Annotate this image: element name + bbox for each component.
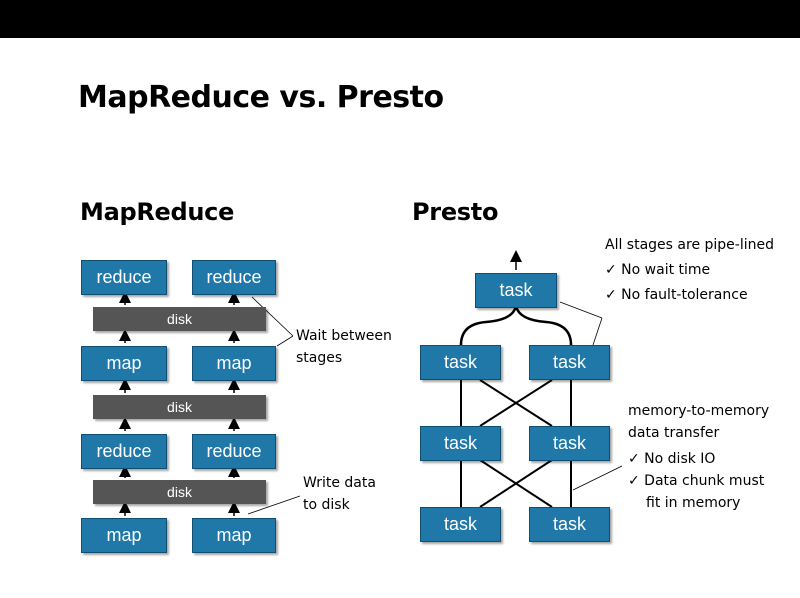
task-box: task [475,273,557,308]
pipeline-note-line: All stages are pipe-lined [605,237,774,253]
write-note: Write data to disk [303,472,376,516]
callout-line [592,317,603,346]
reduce-box: reduce [192,434,276,469]
memory-note-line: memory-to-memory [628,403,770,419]
edge [479,459,553,508]
memory-note-line: data transfer [628,425,720,441]
reduce-box: reduce [192,260,276,295]
wait-note-line: stages [296,350,343,366]
memory-note: memory-to-memory data transfer ✓ No disk… [628,400,769,514]
presto-callouts [559,301,623,491]
disk-bar: disk [93,480,266,504]
task-box: task [529,507,610,542]
no-disk-item: ✓ No disk IO [628,451,716,467]
edge [479,379,553,427]
edge [479,459,553,508]
callout-line [572,465,623,491]
task-box: task [529,426,610,461]
chunk-item: ✓ Data chunk must [628,473,765,489]
brace [459,305,573,346]
map-box: map [81,346,167,381]
chunk-item-cont: fit in memory [646,495,741,511]
reduce-box: reduce [81,260,167,295]
map-box: map [81,518,167,553]
edge [479,379,553,427]
map-box: map [192,346,276,381]
callout-line [276,335,294,347]
disk-bar: disk [93,395,266,419]
mapreduce-heading: MapReduce [80,198,235,226]
wait-note: Wait between stages [296,325,392,369]
slide-title: MapReduce vs. Presto [78,80,444,115]
disk-bar: disk [93,307,266,331]
callout-line [559,301,603,319]
write-note-line: to disk [303,497,350,513]
pipeline-note: All stages are pipe-lined ✓ No wait time… [605,233,774,308]
task-box: task [420,426,501,461]
reduce-box: reduce [81,434,167,469]
write-note-line: Write data [303,475,376,491]
task-box: task [529,345,610,380]
no-wait-item: ✓ No wait time [605,262,711,278]
presto-heading: Presto [412,198,499,226]
map-box: map [192,518,276,553]
wait-note-line: Wait between [296,328,392,344]
slide-top-bar [0,0,800,38]
task-box: task [420,345,501,380]
task-box: task [420,507,501,542]
no-fault-item: ✓ No fault-tolerance [605,287,748,303]
